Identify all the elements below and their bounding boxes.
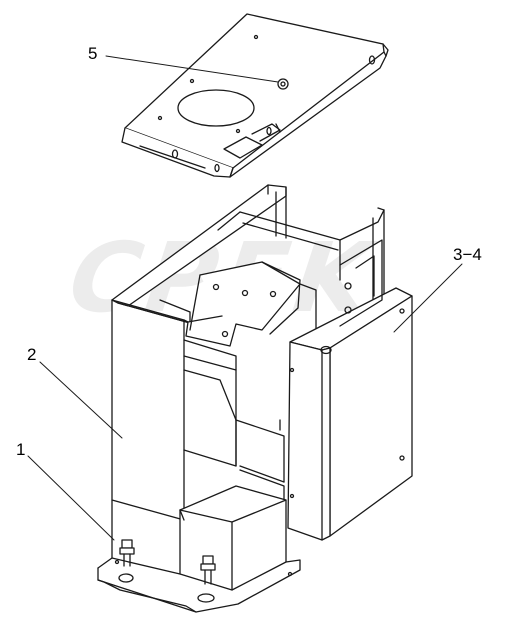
bolts-part-1 bbox=[119, 539, 216, 585]
main-frame-part-2 bbox=[97, 184, 385, 613]
callout-1: 1 bbox=[16, 440, 26, 459]
leader-lines bbox=[27, 55, 463, 541]
cover-round-opening bbox=[177, 89, 255, 127]
base-slot-left bbox=[118, 573, 134, 583]
bolt-hole-5 bbox=[277, 78, 289, 90]
side-box-part-3-4 bbox=[287, 239, 413, 541]
box-corner-hole bbox=[320, 345, 332, 355]
callout-2: 2 bbox=[27, 345, 37, 364]
leader-3-4 bbox=[393, 263, 463, 333]
leader-1 bbox=[27, 455, 115, 541]
leader-2 bbox=[39, 361, 123, 439]
base-slot-right bbox=[197, 593, 215, 603]
top-cover-part-5 bbox=[121, 13, 389, 178]
callout-5: 5 bbox=[88, 44, 98, 63]
leader-5 bbox=[105, 55, 279, 83]
callout-3-4: 3−4 bbox=[453, 245, 482, 264]
